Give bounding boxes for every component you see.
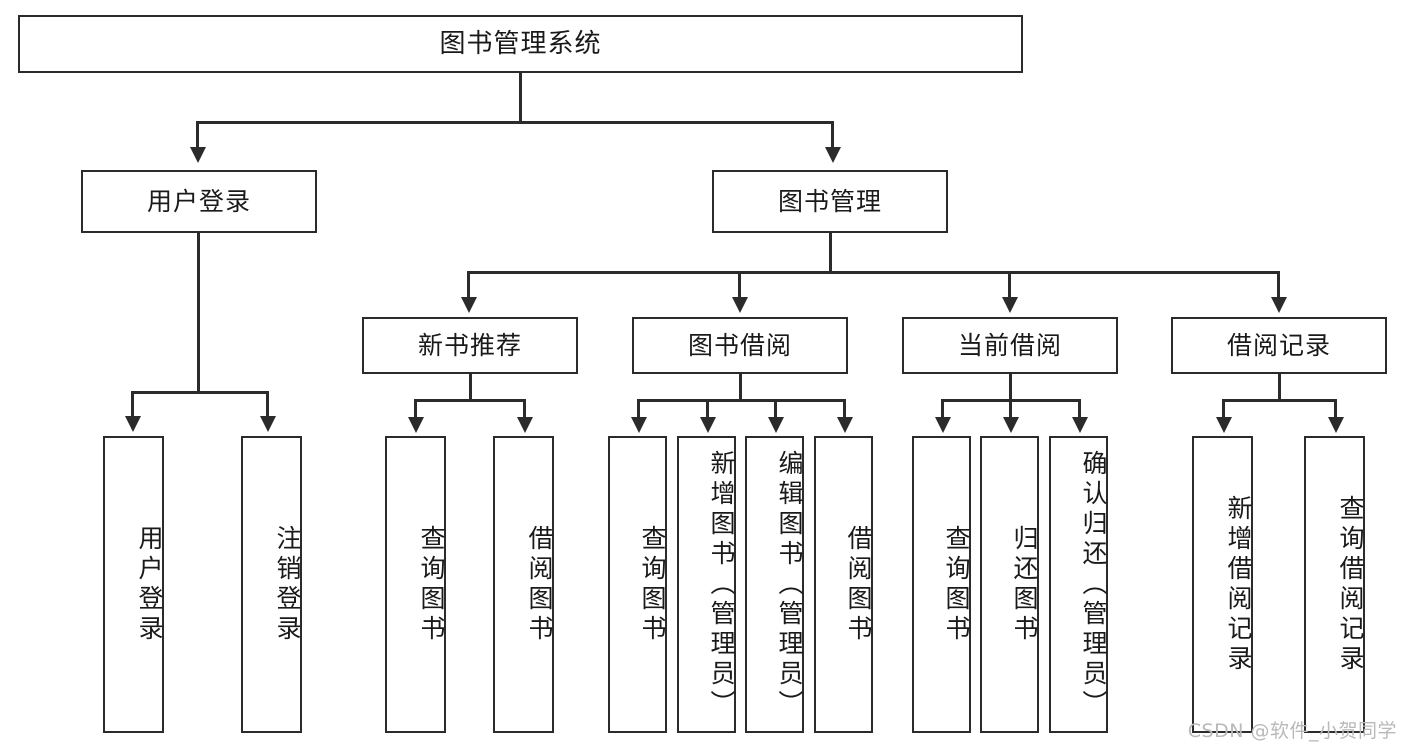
connector-recommend-drop-1: [414, 399, 417, 418]
connector-level3-drop-1: [467, 271, 470, 298]
connector-record-stem: [1278, 374, 1281, 401]
node-label: 借阅记录: [1226, 330, 1331, 360]
connector-borrow-bus: [637, 399, 845, 402]
connector-level3-drop-4: [1277, 271, 1280, 298]
arrow-to-leaf-add-record: [1216, 417, 1232, 433]
arrow-to-leaf-query-book-1: [408, 417, 424, 433]
connector-level3-bus: [467, 271, 1279, 274]
node-new-book-recommend[interactable]: 新书推荐: [362, 317, 578, 374]
csdn-watermark: CSDN @软件_小贺同学: [1187, 720, 1397, 742]
connector-level3-drop-3: [1008, 271, 1011, 298]
connector-root-stem: [519, 73, 522, 123]
connector-record-drop-2: [1334, 399, 1337, 418]
arrow-to-leaf-user-login: [125, 416, 141, 432]
node-label: 新增借阅记录: [1224, 494, 1253, 675]
arrow-to-leaf-add-book: [700, 417, 716, 433]
leaf-query-book-current[interactable]: 查询图书: [912, 436, 971, 733]
connector-borrow-stem: [739, 374, 742, 401]
node-label: 图书借阅: [687, 330, 792, 360]
node-borrow-record[interactable]: 借阅记录: [1171, 317, 1387, 374]
node-label: 注销登录: [273, 524, 302, 645]
node-book-manage[interactable]: 图书管理: [712, 170, 948, 233]
node-label: 查询图书: [942, 524, 971, 645]
leaf-edit-book[interactable]: 编辑图书（管理员）: [745, 436, 804, 733]
connector-borrow-drop-1: [637, 399, 640, 418]
arrow-to-leaf-confirm-return: [1072, 417, 1088, 433]
connector-level2-drop-2: [831, 121, 834, 148]
connector-record-bus: [1222, 399, 1336, 402]
connector-recommend-drop-2: [523, 399, 526, 418]
node-label: 当前借阅: [957, 330, 1062, 360]
arrow-to-leaf-logout: [260, 416, 276, 432]
leaf-return-book[interactable]: 归还图书: [980, 436, 1039, 733]
connector-recommend-stem: [469, 374, 472, 401]
connector-current-drop-3: [1078, 399, 1081, 418]
connector-current-drop-2: [1009, 399, 1012, 418]
leaf-add-borrow-record[interactable]: 新增借阅记录: [1192, 436, 1253, 733]
leaf-confirm-return[interactable]: 确认归还（管理员）: [1049, 436, 1108, 733]
connector-current-drop-1: [941, 399, 944, 418]
arrow-to-book-borrow: [732, 297, 748, 313]
leaf-query-book-borrow[interactable]: 查询图书: [608, 436, 667, 733]
arrow-to-user-login: [190, 147, 206, 163]
arrow-to-book-manage: [825, 147, 841, 163]
leaf-borrow-book-recommend[interactable]: 借阅图书: [493, 436, 554, 733]
node-label: 用户登录: [135, 524, 164, 645]
connector-user-login-stem: [197, 233, 200, 393]
connector-user-login-drop-1: [131, 391, 134, 417]
node-label: 编辑图书（管理员）: [775, 449, 804, 720]
node-label: 新书推荐: [417, 330, 522, 360]
node-user-login[interactable]: 用户登录: [81, 170, 317, 233]
connector-borrow-drop-2: [706, 399, 709, 418]
connector-book-manage-stem: [829, 233, 832, 273]
arrow-to-new-book-recommend: [461, 297, 477, 313]
leaf-query-book-recommend[interactable]: 查询图书: [385, 436, 446, 733]
arrow-to-leaf-borrow-book-1: [517, 417, 533, 433]
node-label: 查询借阅记录: [1336, 494, 1365, 675]
node-label: 用户登录: [146, 186, 251, 216]
arrow-to-leaf-edit-book: [768, 417, 784, 433]
connector-borrow-drop-3: [774, 399, 777, 418]
connector-recommend-bus: [414, 399, 525, 402]
arrow-to-leaf-return-book: [1003, 417, 1019, 433]
node-label: 借阅图书: [844, 524, 873, 645]
node-book-borrow[interactable]: 图书借阅: [632, 317, 848, 374]
leaf-logout[interactable]: 注销登录: [241, 436, 302, 733]
arrow-to-borrow-record: [1271, 297, 1287, 313]
connector-level3-drop-2: [738, 271, 741, 298]
arrow-to-leaf-query-book-3: [935, 417, 951, 433]
leaf-add-book[interactable]: 新增图书（管理员）: [677, 436, 736, 733]
connector-borrow-drop-4: [843, 399, 846, 418]
node-label: 图书管理: [777, 186, 882, 216]
node-label: 借阅图书: [525, 524, 554, 645]
node-current-borrow[interactable]: 当前借阅: [902, 317, 1118, 374]
leaf-query-borrow-record[interactable]: 查询借阅记录: [1304, 436, 1365, 733]
node-label: 查询图书: [638, 524, 667, 645]
node-label: 图书管理系统: [439, 28, 602, 59]
connector-record-drop-1: [1222, 399, 1225, 418]
node-label: 新增图书（管理员）: [707, 449, 736, 720]
connector-level2-drop-1: [196, 121, 199, 148]
arrow-to-leaf-query-record: [1328, 417, 1344, 433]
connector-level2-bus: [196, 121, 833, 124]
node-root-system[interactable]: 图书管理系统: [18, 15, 1023, 73]
connector-current-stem: [1009, 374, 1012, 401]
node-label: 确认归还（管理员）: [1079, 449, 1108, 720]
arrow-to-leaf-query-book-2: [631, 417, 647, 433]
node-label: 归还图书: [1010, 524, 1039, 645]
arrow-to-leaf-borrow-book-2: [837, 417, 853, 433]
connector-user-login-drop-2: [266, 391, 269, 417]
connector-user-login-bus: [131, 391, 266, 394]
leaf-user-login[interactable]: 用户登录: [103, 436, 164, 733]
node-label: 查询图书: [417, 524, 446, 645]
arrow-to-current-borrow: [1002, 297, 1018, 313]
leaf-borrow-book[interactable]: 借阅图书: [814, 436, 873, 733]
